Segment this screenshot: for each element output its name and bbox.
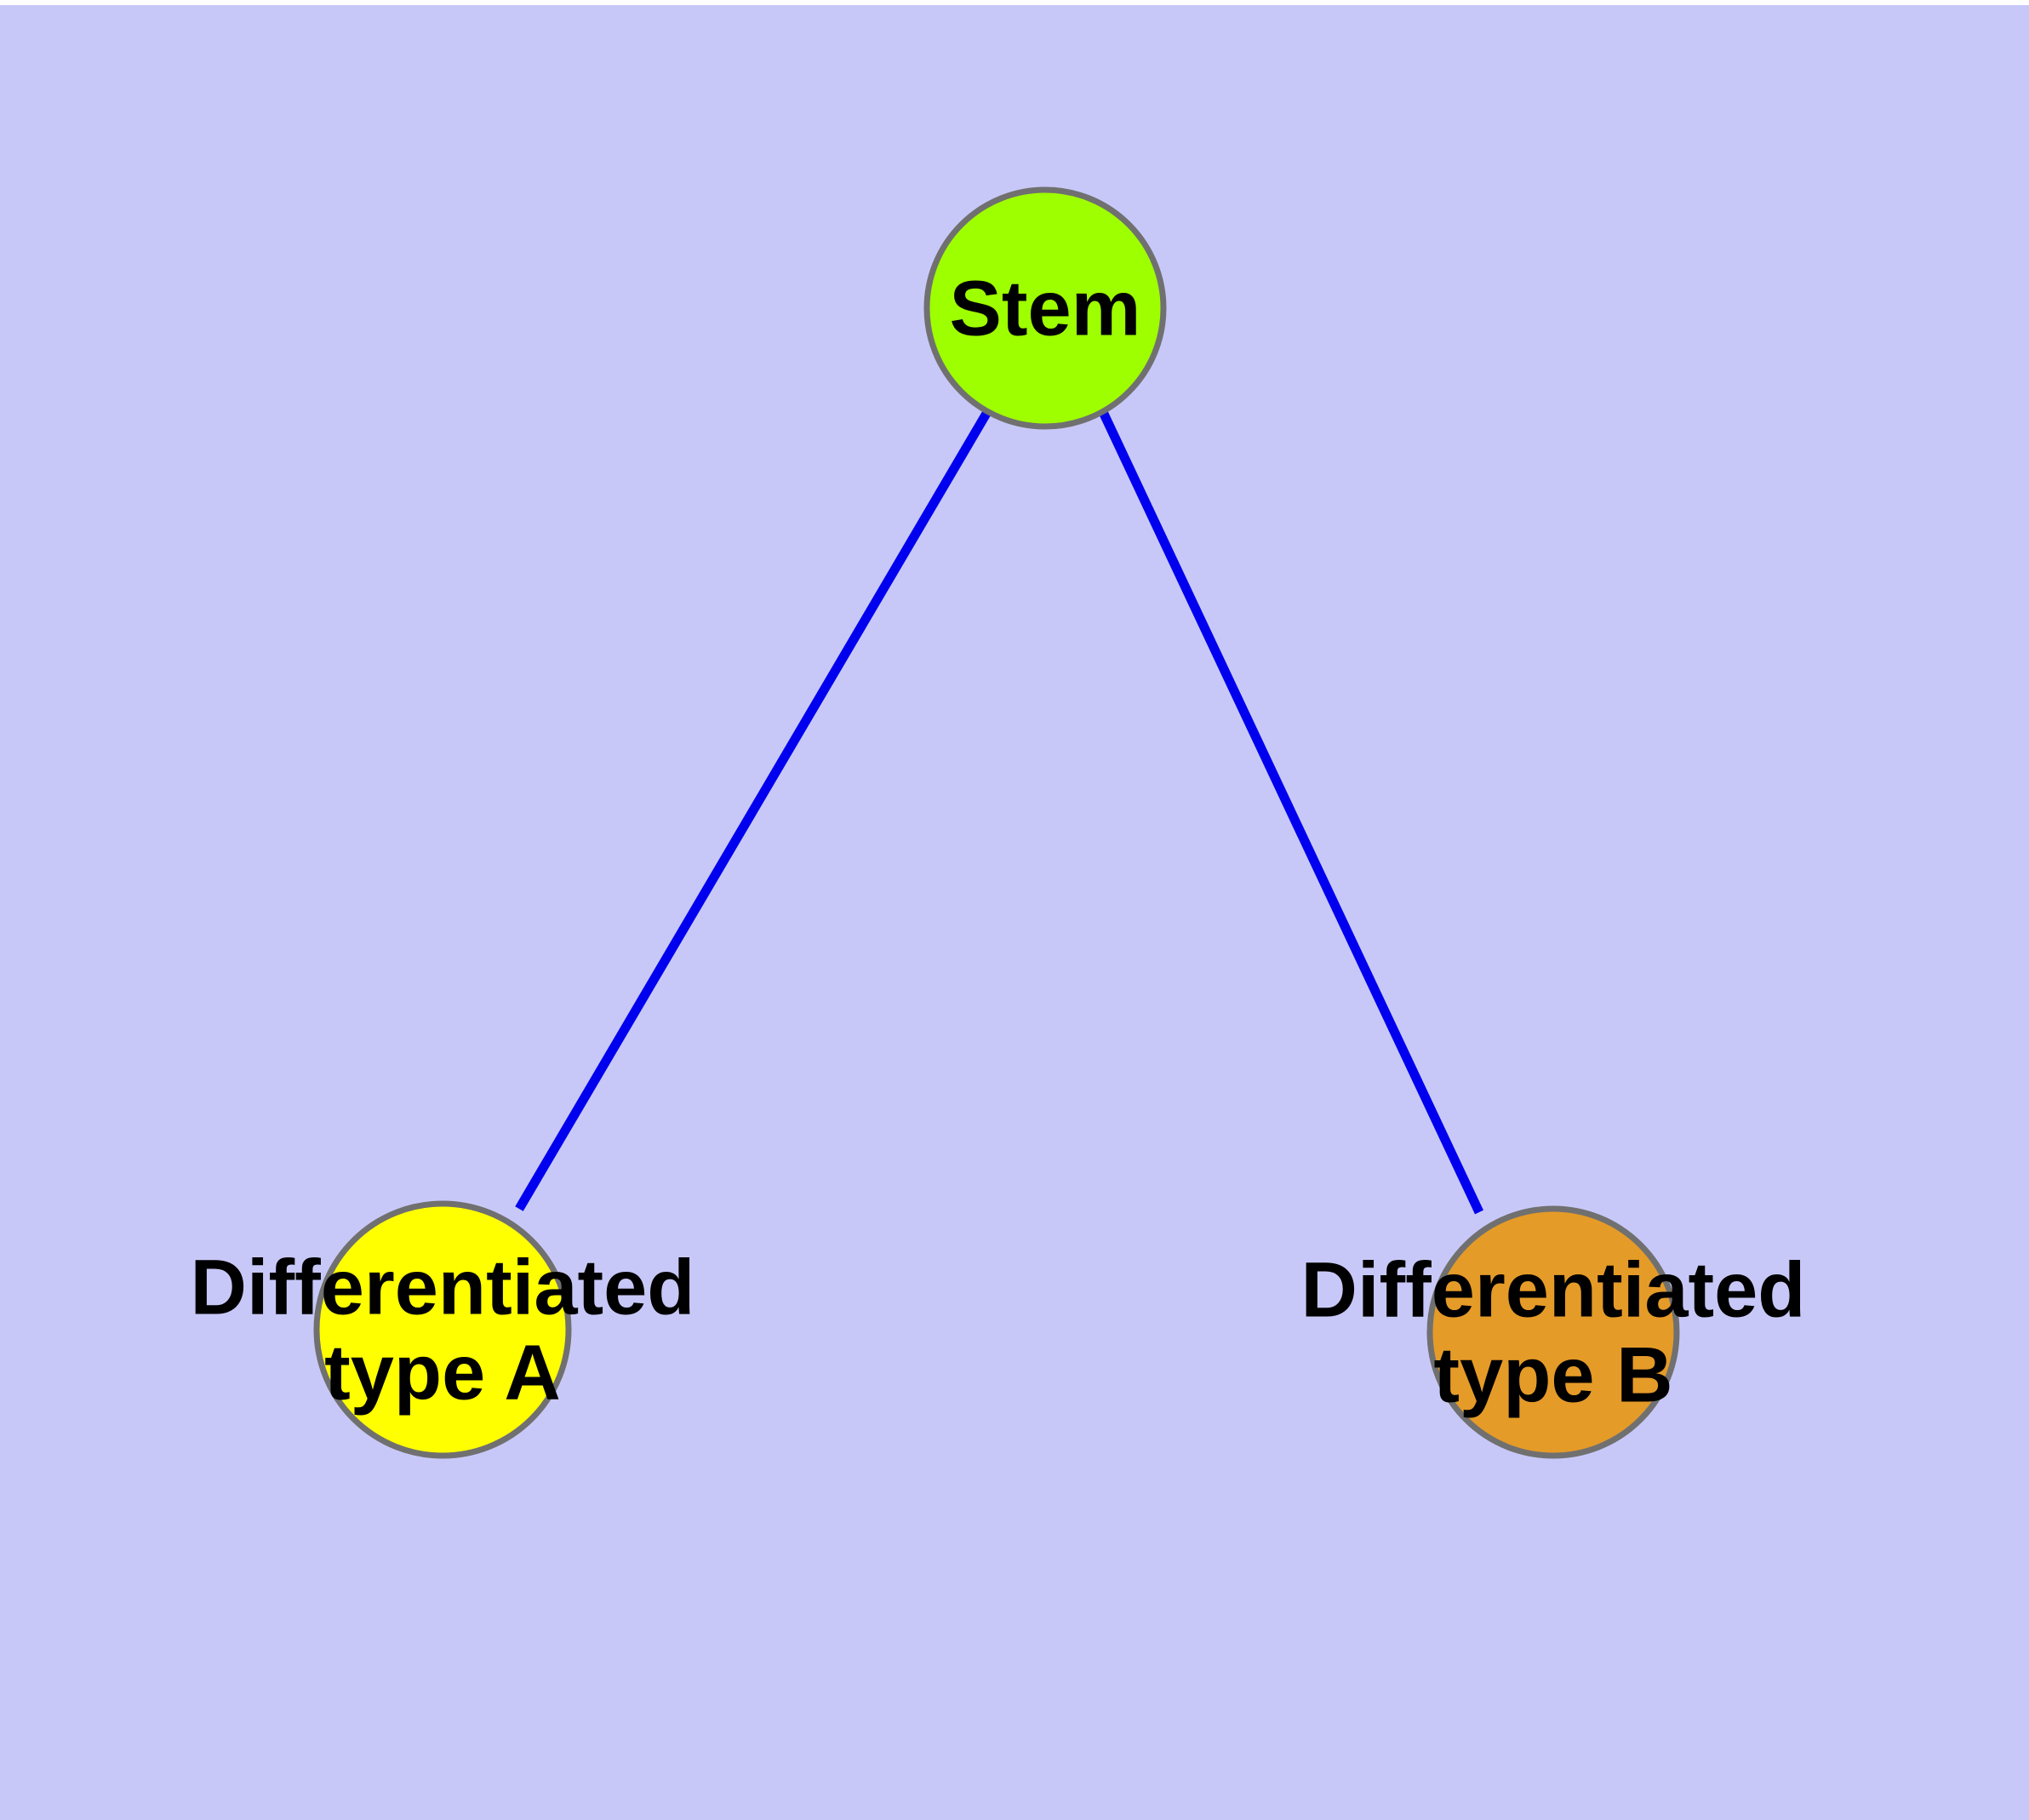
node-circle-stem[interactable] [923, 186, 1167, 430]
node-label-line: Stem [950, 265, 1141, 352]
node-label-line: type B [1433, 1331, 1672, 1418]
node-label-line: Differentiated [191, 1244, 695, 1331]
node-label-stem: Stem [950, 265, 1141, 352]
node-circle-diff-a[interactable] [313, 1200, 572, 1459]
edge-stem-to-diff-a[interactable] [515, 409, 992, 1211]
node-label-line: Differentiated [1301, 1246, 1806, 1333]
edge-stem-to-diff-b[interactable] [1099, 409, 1483, 1215]
node-stem[interactable]: Stem [923, 186, 1167, 430]
node-circle-diff-b[interactable] [1426, 1205, 1680, 1459]
edges-layer [515, 409, 1483, 1215]
node-label-line: type A [324, 1329, 561, 1416]
